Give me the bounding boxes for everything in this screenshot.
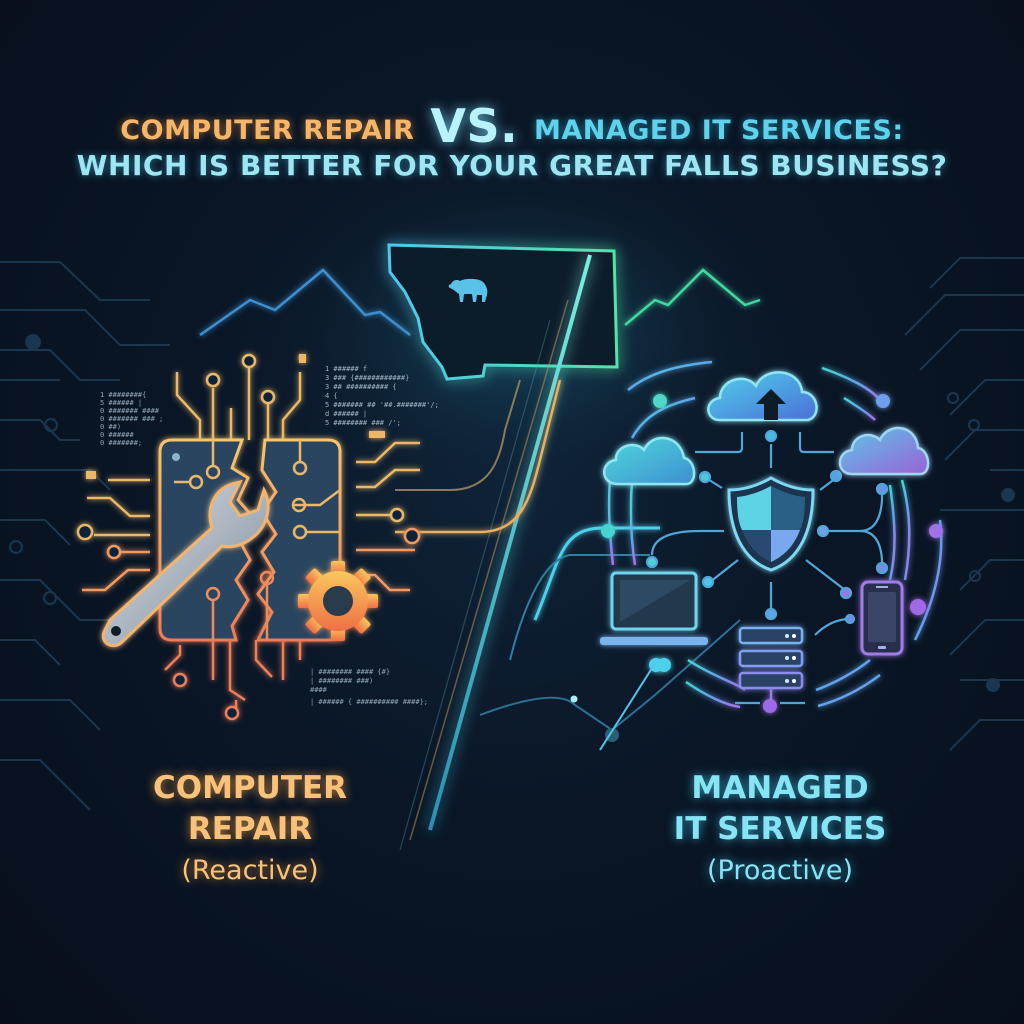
managed-it-heading-2: IT SERVICES: [673, 811, 887, 847]
shield-icon: [727, 476, 815, 572]
svg-text:####: ####: [310, 686, 328, 694]
svg-text:5 ####### ## '##.######: 5 ####### ## '##.#######'/;: [325, 401, 439, 409]
circuit-legs: [76, 353, 421, 721]
svg-text:0 ####### ####: 0 ####### ####: [100, 407, 160, 415]
code-snippet-left: 1 ########{ 5 ###### | 0 ####### #### 0 …: [100, 391, 163, 447]
wrench-icon: [101, 479, 270, 648]
svg-text:| ###### { ########## ####}: | ###### { ########## ####};: [310, 698, 428, 706]
computer-repair-label: COMPUTER REPAIR (Reactive): [100, 768, 400, 892]
mountain-silhouette-right: [624, 268, 761, 326]
svg-text:5 ###### |: 5 ###### |: [100, 399, 142, 407]
svg-text:3 ## ########## {: 3 ## ########## {: [325, 383, 397, 391]
headline-managed-it: MANAGED IT SERVICES:: [534, 115, 904, 146]
background-circuit-right: [904, 257, 1024, 751]
managed-it-label: MANAGED IT SERVICES (Proactive): [620, 768, 940, 892]
managed-it-heading-1: MANAGED: [691, 770, 869, 806]
bear-icon: [448, 278, 488, 302]
svg-text:0 ######: 0 ######: [100, 431, 135, 439]
svg-text:| ######## #### {#}: | ######## #### {#}: [310, 668, 390, 676]
headline-computer-repair: COMPUTER REPAIR: [120, 115, 415, 146]
svg-text:| ######## ###): | ######## ###): [310, 677, 373, 685]
background-circuit-left: [0, 261, 170, 811]
svg-text:0 #######;: 0 #######;: [100, 439, 142, 447]
computer-repair-heading-2: REPAIR: [187, 811, 313, 847]
shield-connectors: [645, 429, 889, 705]
svg-text:3 ### {############}: 3 ### {############}: [325, 374, 409, 382]
svg-text:5 ######## ### /';: 5 ######## ### /';: [325, 419, 401, 427]
code-snippet-top: 1 ###### f 3 ### {############} 3 ## ###…: [325, 365, 439, 427]
divider-line: [428, 254, 592, 831]
svg-text:d ###### |: d ###### |: [325, 410, 367, 418]
smartphone-icon: [860, 580, 904, 656]
svg-text:1 ########{: 1 ########{: [100, 391, 146, 399]
cloud-upload-icon: [707, 371, 818, 422]
gear-icon: [298, 561, 378, 641]
mountain-silhouette-left: [199, 268, 411, 337]
svg-text:1 ###### f: 1 ###### f: [325, 365, 367, 373]
network-nodes: [601, 394, 943, 713]
computer-repair-heading-1: COMPUTER: [152, 770, 348, 806]
headline-vs: VS.: [430, 99, 519, 153]
computer-repair-subtitle: (Reactive): [181, 855, 319, 886]
cloud-icon-left: [603, 436, 696, 486]
cloud-icon-right: [838, 426, 930, 476]
headline-line-2: WHICH IS BETTER FOR YOUR GREAT FALLS BUS…: [76, 149, 948, 182]
server-icon: [738, 626, 804, 700]
managed-it-subtitle: (Proactive): [707, 855, 853, 886]
svg-text:0 ##): 0 ##): [100, 423, 121, 431]
headline-line-1: COMPUTER REPAIR VS. MANAGED IT SERVICES:: [0, 103, 1024, 153]
svg-text:4 {: 4 {: [325, 392, 338, 400]
montana-state-outline-icon: [387, 243, 619, 381]
svg-text:0 ####### ### ;: 0 ####### ### ;: [100, 415, 163, 423]
laptop-icon: [600, 571, 708, 645]
code-snippet-bottom: | ######## #### {#} | ######## ###) ####…: [310, 668, 428, 706]
